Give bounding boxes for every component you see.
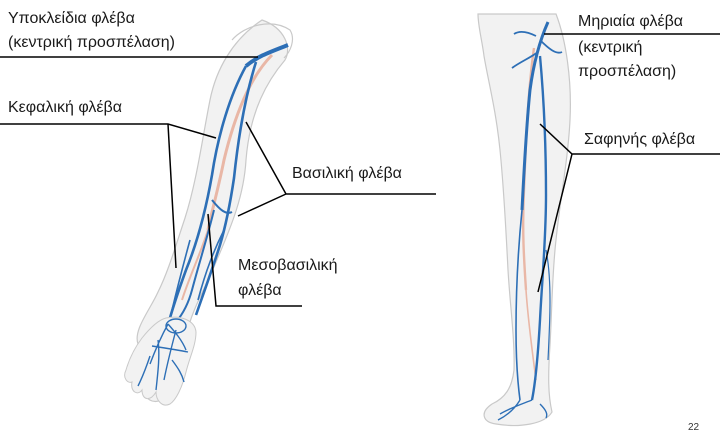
hand-outline (125, 317, 196, 405)
femoral-label-line1: Μηριαία φλέβα (578, 12, 683, 32)
subclavian-label-line1: Υποκλείδια φλέβα (8, 9, 135, 29)
median-basilic-label-line2: φλέβα (238, 281, 282, 301)
basilic-label: Βασιλική φλέβα (292, 164, 402, 184)
median-basilic-label-line1: Μεσοβασιλική (238, 256, 338, 276)
arm-illustration (125, 20, 293, 405)
page-number: 22 (688, 422, 699, 433)
subclavian-label-line2: (κεντρική προσπέλαση) (8, 33, 175, 53)
saphenous-label: Σαφηνής φλέβα (584, 130, 695, 150)
femoral-label-line2: (κεντρική (578, 38, 642, 58)
cephalic-label: Κεφαλική φλέβα (8, 98, 122, 118)
femoral-label-line3: προσπέλαση) (578, 62, 676, 82)
